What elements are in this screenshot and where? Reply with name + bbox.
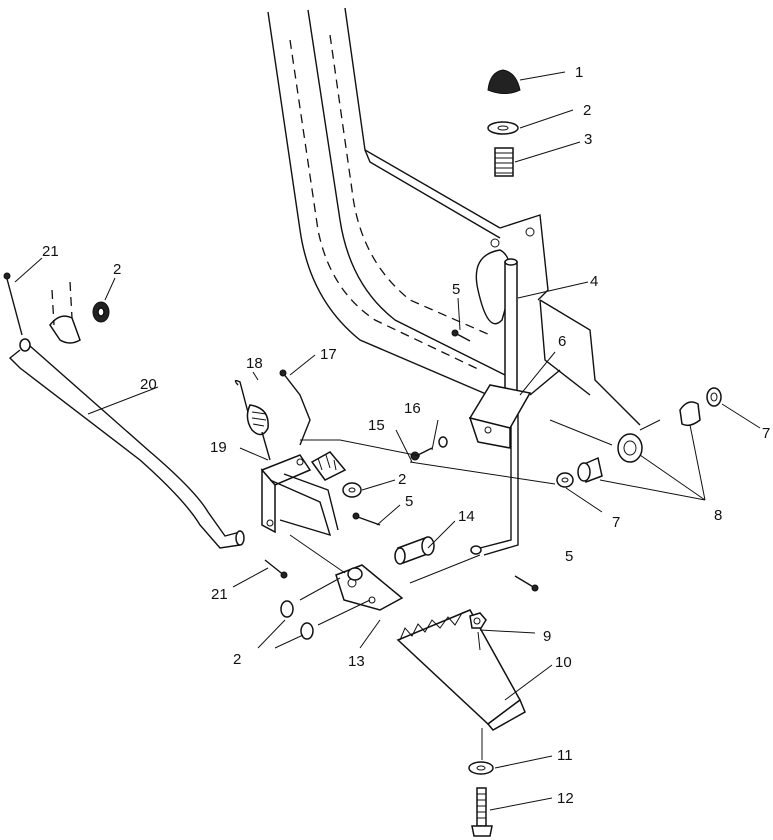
callout-10: 10 — [555, 654, 572, 671]
callout-14: 14 — [458, 508, 475, 525]
callout-13: 13 — [348, 653, 365, 670]
callout-21-lower: 21 — [211, 586, 228, 603]
leader-lines — [14, 71, 761, 811]
callout-6: 6 — [558, 333, 566, 350]
callout-20: 20 — [140, 376, 157, 393]
callout-2-mid: 2 — [398, 471, 406, 488]
callout-9: 9 — [543, 628, 551, 645]
shift-lever-assembly — [470, 69, 521, 556]
callout-5-lower: 5 — [565, 548, 573, 565]
callout-1: 1 — [575, 64, 583, 81]
callout-11: 11 — [557, 747, 573, 764]
callout-16: 16 — [404, 400, 421, 417]
callout-labels: 1 2 3 4 5 6 7 7 8 9 10 11 12 13 14 5 2 5… — [42, 64, 770, 807]
callout-12: 12 — [557, 790, 574, 807]
callout-5-upper: 5 — [452, 281, 460, 298]
hardware-small — [300, 329, 556, 592]
pedal-arm-13 — [280, 534, 481, 640]
callout-8: 8 — [714, 507, 722, 524]
callout-19: 19 — [210, 439, 227, 456]
shaft-14 — [394, 536, 435, 565]
callout-2-left: 2 — [113, 261, 121, 278]
lever-19 — [234, 369, 347, 537]
callout-7-lower: 7 — [612, 514, 620, 531]
bushings — [549, 387, 722, 488]
rod-20 — [3, 272, 288, 579]
callout-2-cap-washer: 2 — [583, 102, 591, 119]
callout-4: 4 — [590, 273, 598, 290]
callout-18: 18 — [246, 355, 263, 372]
callout-7-right: 7 — [762, 425, 770, 442]
callout-3: 3 — [584, 131, 592, 148]
callout-21-upper: 21 — [42, 243, 59, 260]
callout-17: 17 — [320, 346, 337, 363]
callout-15: 15 — [368, 417, 385, 434]
callout-5-mid: 5 — [405, 493, 413, 510]
pedal-10 — [396, 609, 526, 837]
callout-2-bottom: 2 — [233, 651, 241, 668]
bracket-6 — [468, 369, 561, 449]
